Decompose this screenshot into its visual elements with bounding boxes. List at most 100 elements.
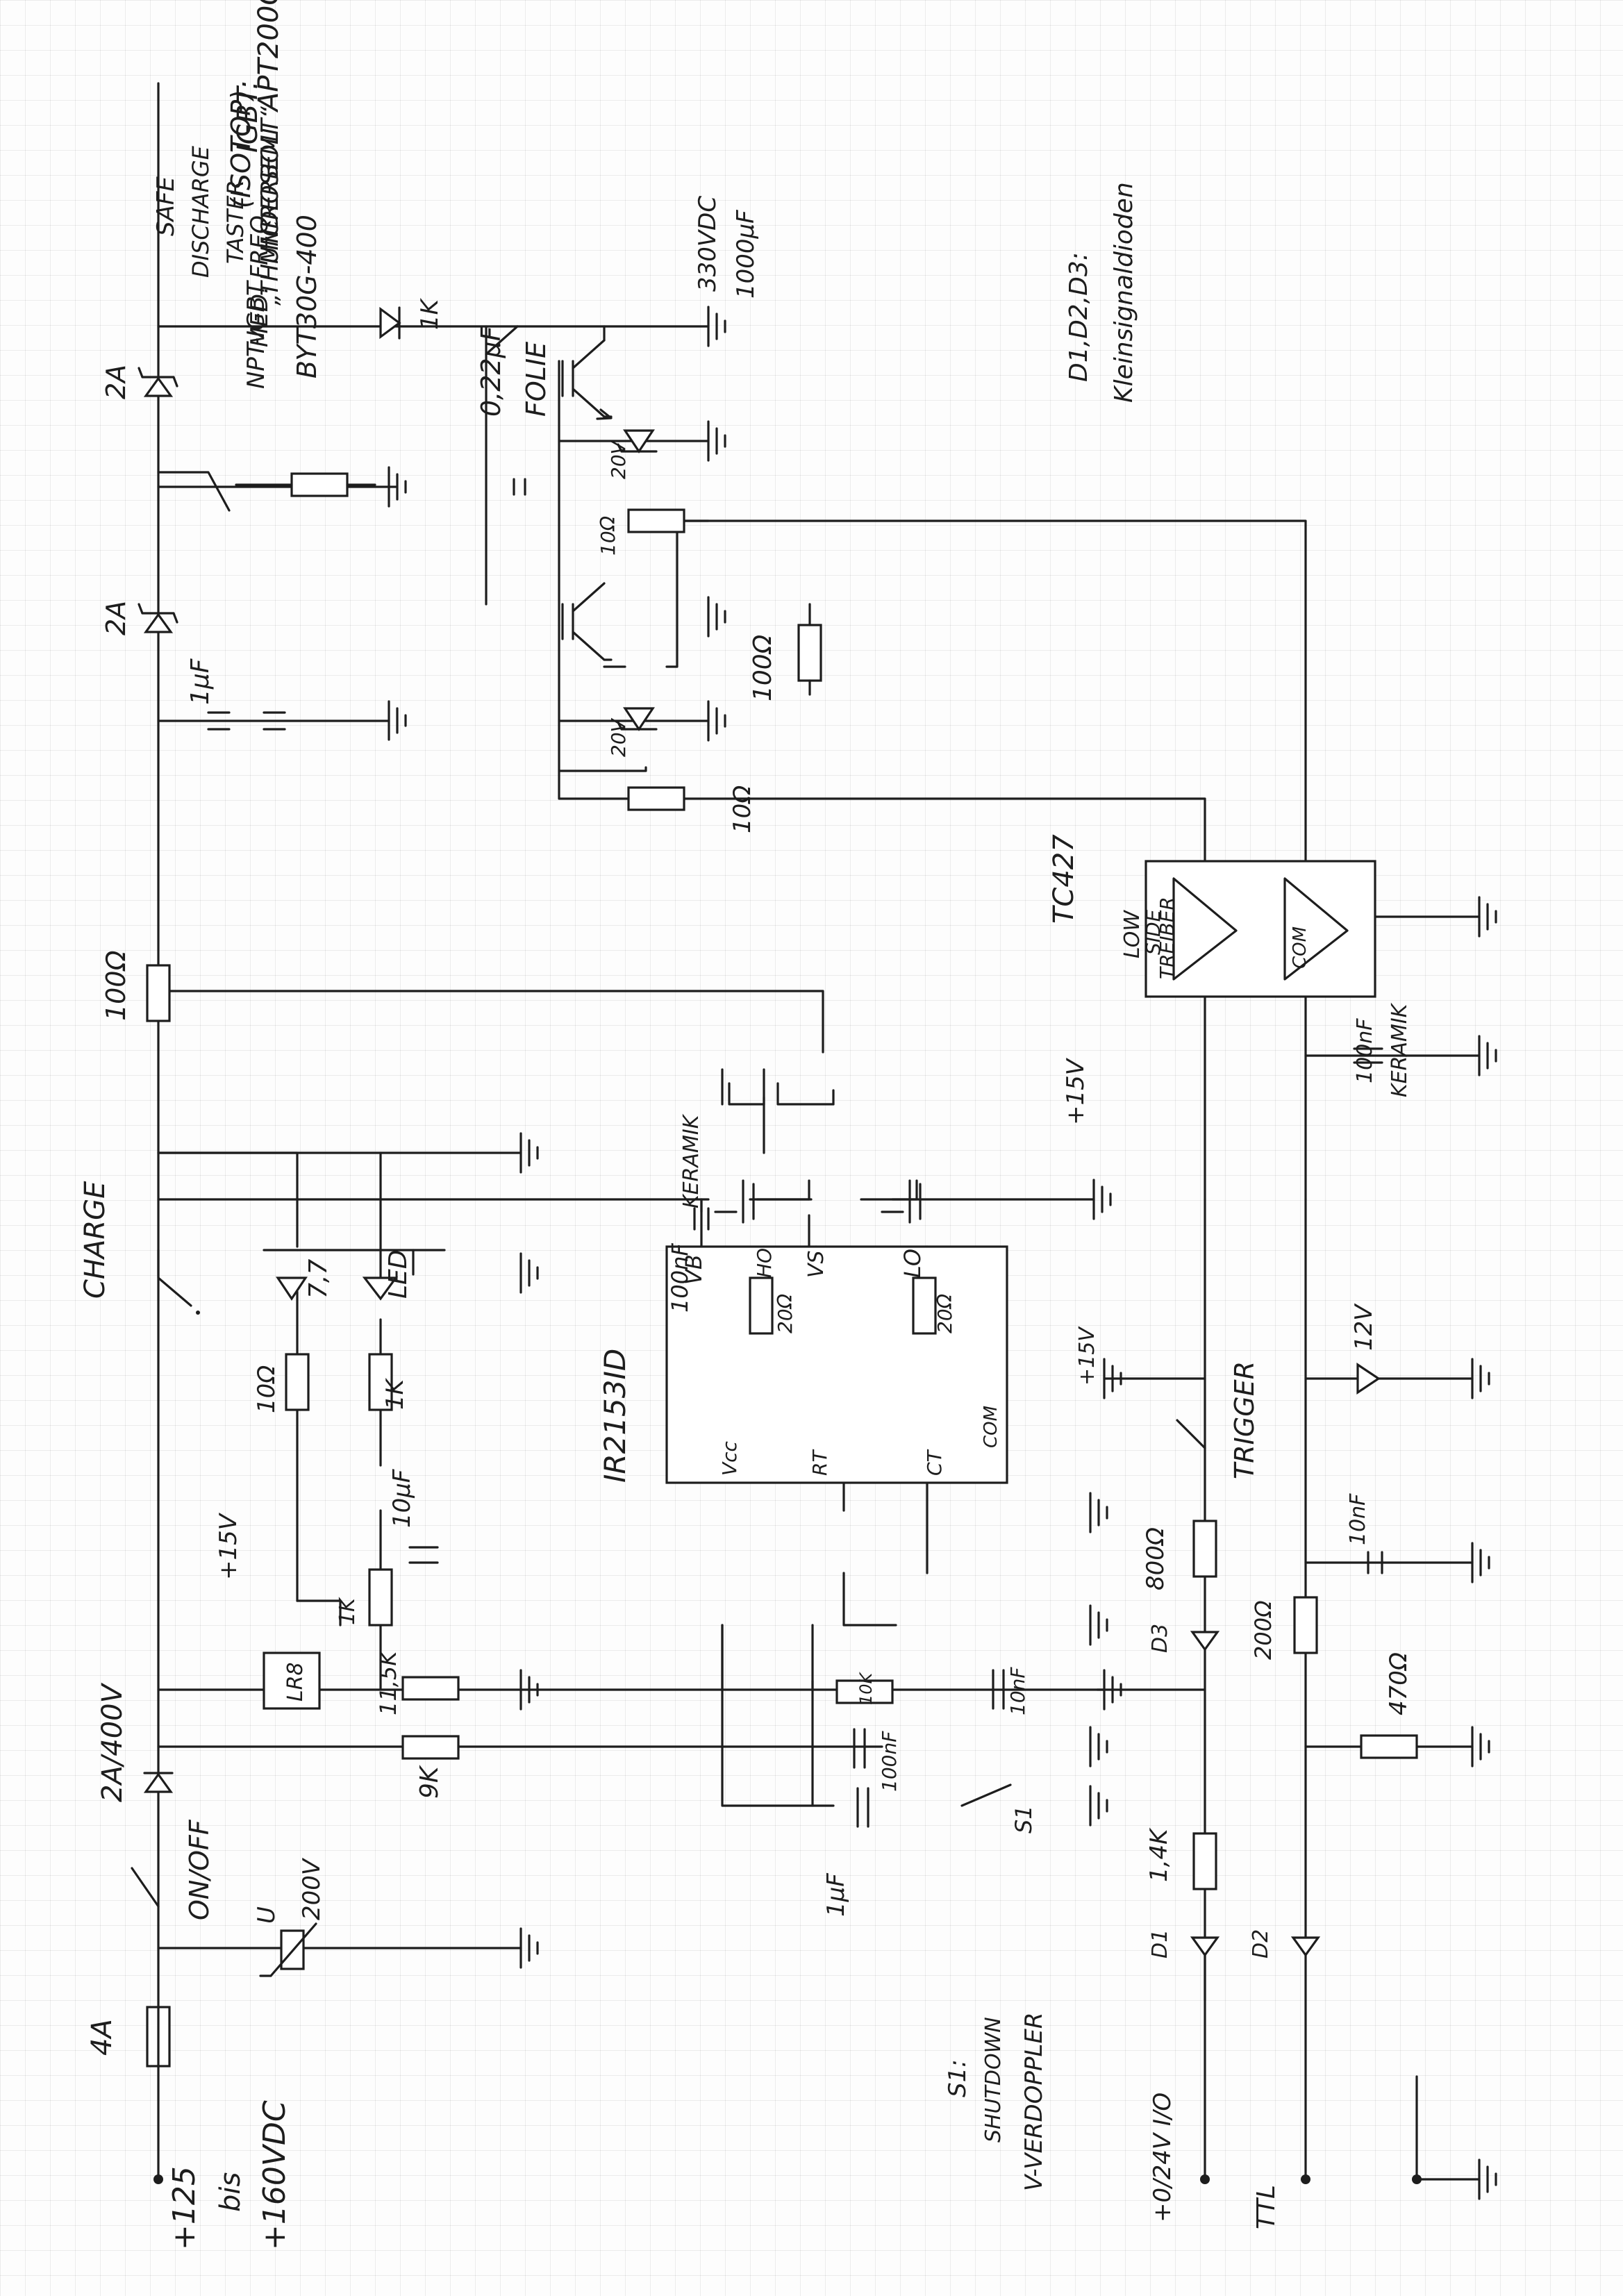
label-igbt-line1: MICROSEMI (256, 128, 284, 264)
label-res-1k-led: 1K (381, 1377, 409, 1410)
label-res-10r-led: 10Ω (253, 1365, 281, 1413)
resistor-1k-led (368, 1353, 393, 1411)
label-varistor-u: U (253, 1906, 281, 1924)
label-res-9k: 9K (415, 1765, 444, 1799)
label-s1-note-2: V-VERDOPPLER (1020, 2012, 1048, 2191)
resistor-100r-mid (797, 624, 822, 682)
label-in-024v: +0/24V I/O (1149, 2093, 1176, 2222)
label-diodes-note-1: D1,D2,D3: (1065, 252, 1093, 382)
zener-20v-a (623, 429, 655, 454)
label-s1: S1 (1010, 1805, 1037, 1833)
label-led: LED (384, 1249, 413, 1299)
label-pin-ct: CT (923, 1449, 946, 1476)
resistor-1k4 (1192, 1832, 1217, 1890)
label-cap-1uf-ir: 1µF (822, 1873, 850, 1917)
label-cap-1uf: 1µF (186, 658, 215, 705)
label-s1-note-title: S1: (944, 2059, 972, 2097)
label-s1-note-1: SHUTDOWN (981, 2017, 1006, 2143)
label-diode-2a-1: 2A (101, 601, 131, 635)
label-pin-ho: HO (753, 1248, 776, 1278)
label-keramik-tc: KERAMIK (1388, 1002, 1412, 1097)
label-res-20r-a: 20Ω (774, 1293, 797, 1333)
igbt-2 (561, 582, 613, 661)
label-tc427: TC427 (1048, 834, 1080, 924)
label-res-10r-gate2: 10Ω (729, 785, 756, 833)
label-res-1k-mid: 1K (335, 1597, 360, 1625)
resistor-20r-a (749, 1276, 774, 1335)
label-trigger: TRIGGER (1229, 1361, 1260, 1479)
ir2153-chip (665, 1245, 1008, 1484)
label-pin-vs: VS (804, 1250, 829, 1278)
label-cap-100nf-keramik: 100nF (1353, 1018, 1377, 1083)
led (362, 1276, 399, 1301)
label-pin-com: COM (981, 1406, 1001, 1448)
s1-switch (960, 1783, 1012, 1807)
diode-d3 (1190, 1631, 1220, 1652)
label-safe: SAFE (152, 176, 180, 236)
resistor-20r-b (912, 1276, 937, 1335)
label-low-side-1: LOW (1120, 910, 1145, 958)
label-plus15v-tc: +15V (1062, 1057, 1090, 1125)
label-on-off: ON/OFF (184, 1819, 215, 1920)
label-zener-20v-a: 20V (607, 440, 630, 479)
label-supply-max: +160VDC (257, 2100, 292, 2250)
label-igbt-part: APT200GT60JR (253, 0, 285, 113)
label-supply-bis: bis (215, 2172, 247, 2212)
resistor-10r-gate2 (627, 786, 685, 811)
cap-100nf (853, 1728, 866, 1769)
diode-2a-400v (143, 1772, 174, 1793)
charge-switch (157, 1249, 192, 1307)
label-low-side-3: TREIBER (1156, 897, 1179, 979)
trigger-switch (1176, 1419, 1206, 1449)
label-tc427-com: COM (1290, 926, 1310, 969)
cap-1000uf (263, 711, 286, 731)
label-diode-2a-2: 2A (101, 365, 131, 399)
label-d3: D3 (1148, 1624, 1172, 1653)
resistor-200r (1293, 1596, 1318, 1654)
resistor-100r-top (146, 964, 171, 1022)
label-pin-vcc: Vcc (718, 1440, 741, 1476)
resistor-800r (1192, 1520, 1217, 1578)
label-igbt-title: IGBT: (232, 81, 264, 153)
label-zener-7v7: 7,7 (304, 1259, 333, 1299)
label-cap-10nf-trig: 10nF (1346, 1493, 1370, 1545)
label-igbt-line3: MED. FREQ (246, 215, 274, 347)
label-res-20r-b: 20Ω (933, 1293, 956, 1333)
label-cap-100nf-keramik-ir: 100nF (667, 1243, 693, 1313)
resistor-10k (835, 1679, 894, 1704)
label-cap-10nf: 10nF (1006, 1667, 1029, 1715)
resistor-11k5 (401, 1676, 460, 1701)
label-cap-100nf: 100nF (878, 1731, 901, 1792)
label-pin-vb: VB (681, 1254, 707, 1285)
label-res-115k: 11,5K (375, 1649, 401, 1715)
label-d2: D2 (1249, 1929, 1273, 1958)
tc427-driver (1145, 860, 1376, 998)
label-diodes-note-2: Kleinsignaldioden (1110, 182, 1138, 403)
label-taster: TASTER (222, 180, 249, 264)
zener-12v (1356, 1363, 1381, 1395)
label-plus15v-a: +15V (215, 1512, 242, 1580)
diode-2a-2 (143, 376, 174, 397)
label-charge: CHARGE (79, 1181, 111, 1299)
label-res-10r-gate1: 10Ω (597, 515, 619, 556)
labels: +125 bis +160VDC 4A ON/OFF U 200V 2A/400… (79, 0, 1413, 2250)
wires (157, 82, 1481, 2181)
resistor-10r-led (285, 1353, 310, 1411)
zener-20v-b (623, 707, 655, 731)
label-low-side-2: SIDE (1142, 909, 1165, 955)
cap-10uf (408, 1546, 439, 1564)
cap-100nf-keramik (693, 1207, 710, 1231)
mosfet-1 (700, 1179, 755, 1224)
lr8-regulator (263, 1652, 321, 1710)
cap-10nf-trig (1367, 1551, 1383, 1574)
label-res-14k: 1,4K (1145, 1827, 1173, 1882)
label-cap-10uf: 10µF (388, 1469, 416, 1528)
label-supply-plus: +125 (167, 2166, 202, 2250)
resistor-1k-discharge (290, 472, 349, 497)
label-res-100r-mid: 100Ω (749, 634, 777, 701)
label-cap-330vdc: 330VDC (694, 196, 722, 292)
label-plus15v-trig: +15V (1075, 1326, 1099, 1386)
label-diode-2a-400v: 2A/400V (97, 1682, 128, 1802)
